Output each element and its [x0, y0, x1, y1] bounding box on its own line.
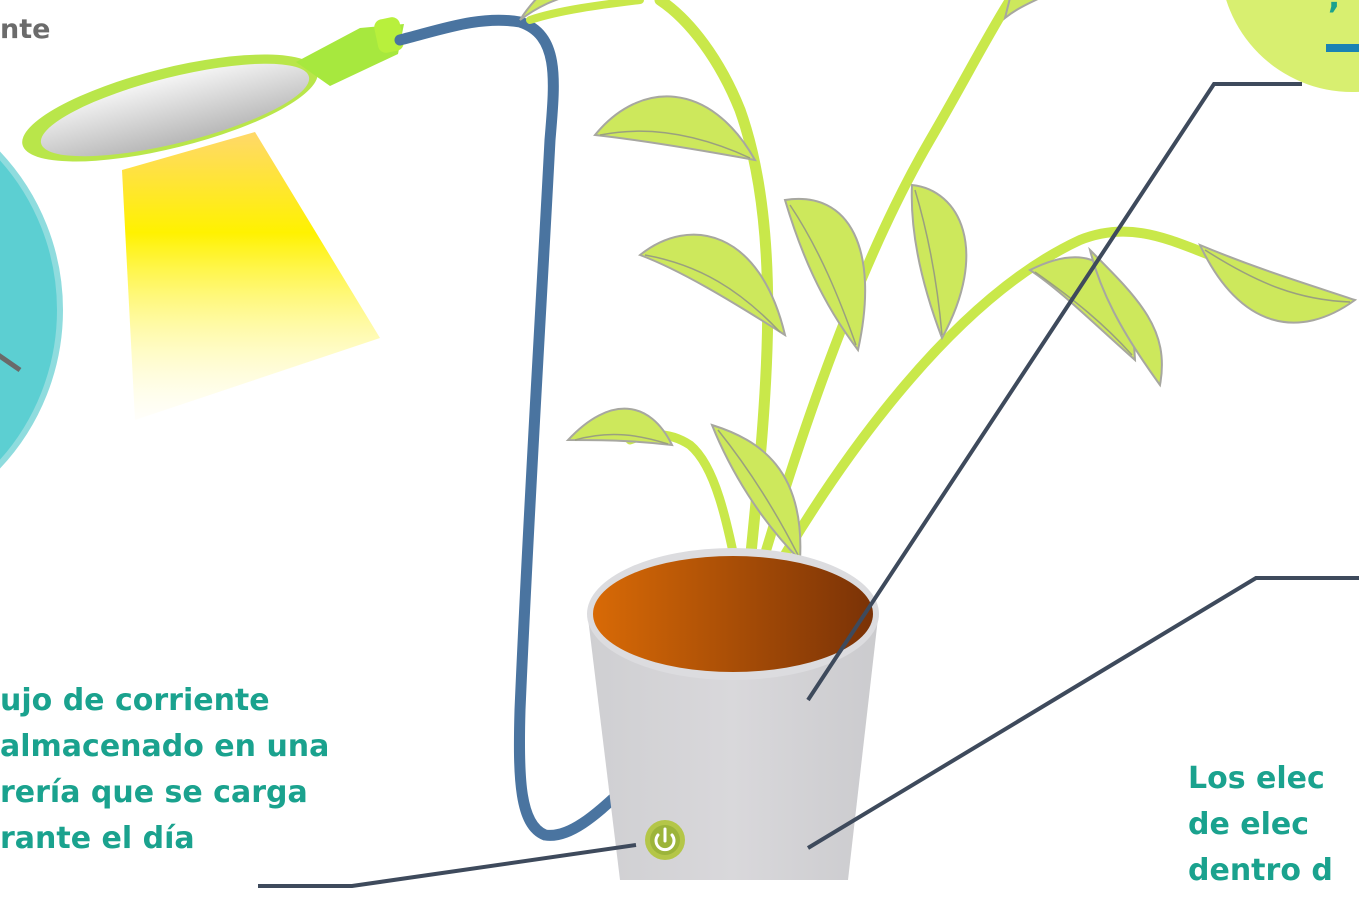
right-caption-line: de elec	[1188, 807, 1310, 842]
right-caption-line: Los elec	[1188, 761, 1325, 796]
right-caption: Los elec de elec dentro d	[1188, 756, 1333, 894]
leaf	[910, 183, 968, 341]
right-caption-line: dentro d	[1188, 853, 1333, 888]
leaf	[637, 233, 787, 338]
power-icon	[654, 827, 676, 852]
left-caption-line: almacenado en una	[0, 729, 330, 764]
top-left-label: nte	[0, 14, 51, 45]
lamp-shade	[22, 17, 404, 162]
power-cable	[394, 14, 642, 841]
leaf	[1003, 0, 1039, 21]
leaf	[519, 0, 559, 21]
leaf	[783, 197, 867, 353]
sun-badge: ,	[1226, 0, 1359, 92]
left-caption: ujo de corriente almacenado en una rería…	[0, 678, 329, 862]
leaf	[565, 407, 674, 447]
left-caption-line: rante el día	[0, 821, 195, 856]
leaf	[1197, 243, 1358, 324]
pointer-lines	[258, 82, 1359, 888]
left-caption-line: rería que se carga	[0, 775, 308, 810]
power-button[interactable]	[645, 820, 685, 860]
clock-hand	[0, 353, 22, 373]
svg-text:,: ,	[1328, 0, 1340, 16]
leaf-veins	[574, 130, 1351, 556]
pot	[587, 548, 879, 880]
leaf	[1088, 246, 1163, 388]
left-caption-line: ujo de corriente	[0, 683, 270, 718]
light-beam	[122, 132, 380, 420]
clock	[0, 151, 63, 469]
